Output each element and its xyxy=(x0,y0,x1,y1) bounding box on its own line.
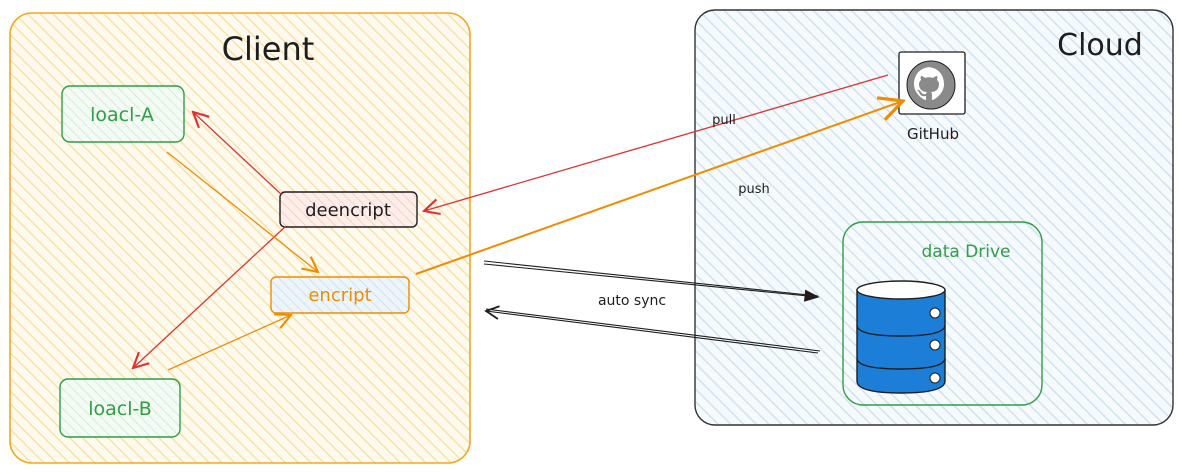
local-b-node[interactable]: loacl-B xyxy=(59,378,181,438)
github-icon xyxy=(906,60,956,110)
github-label: GitHub xyxy=(907,125,959,143)
cloud-title: Cloud xyxy=(1057,28,1143,63)
database-icon xyxy=(856,280,946,394)
arrow-sync-to-client xyxy=(486,309,821,354)
arrow-decrypt-to-local-a xyxy=(193,112,283,196)
pull-label: pull xyxy=(712,113,736,128)
encrypt-node[interactable]: encript xyxy=(270,276,410,314)
local-a-label: loacl-A xyxy=(90,104,154,126)
local-b-label: loacl-B xyxy=(88,398,152,420)
push-label: push xyxy=(738,182,770,197)
arrow-push xyxy=(415,101,903,275)
client-title: Client xyxy=(222,30,315,68)
arrow-local-b-to-encrypt xyxy=(167,315,291,371)
github-node[interactable]: GitHub xyxy=(898,51,966,143)
auto-sync-label: auto sync xyxy=(598,293,666,309)
decrypt-node[interactable]: deencript xyxy=(279,191,418,228)
data-drive-label: data Drive xyxy=(921,242,1010,262)
cloud-container: Cloud xyxy=(694,9,1174,426)
arrow-sync-to-cloud xyxy=(483,260,818,297)
arrow-local-a-to-encrypt xyxy=(166,151,318,272)
encrypt-label: encript xyxy=(308,285,371,306)
decrypt-label: deencript xyxy=(305,200,391,221)
arrow-decrypt-to-local-b xyxy=(133,225,287,368)
local-a-node[interactable]: loacl-A xyxy=(61,85,185,143)
arrow-pull xyxy=(424,74,889,211)
data-drive-node[interactable]: data Drive xyxy=(842,221,1043,406)
